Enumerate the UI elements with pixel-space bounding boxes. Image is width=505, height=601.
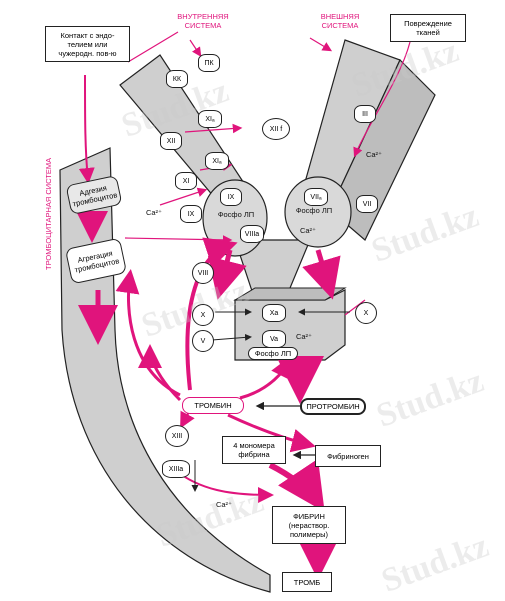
factor-pk: ПК	[198, 54, 220, 72]
factor-ix-outer: IX	[180, 205, 202, 223]
factor-va: Va	[262, 330, 286, 348]
monomers-box: 4 мономера фибрина	[222, 436, 286, 464]
ca-label-bubble: Ca²⁺	[299, 226, 317, 235]
factor-xiii: XIII	[165, 425, 189, 447]
ca-label-right: Ca²⁺	[365, 150, 383, 159]
factor-x-left: X	[192, 304, 214, 326]
phospho-lp-center: Фосфо ЛП	[248, 347, 298, 360]
platelet-system-label: ТРОМБОЦИТАРНАЯ СИСТЕМА	[44, 157, 53, 270]
fibrinogen-box: Фибриноген	[315, 445, 381, 467]
factor-xa: Xa	[262, 304, 286, 322]
factor-xii: XII	[160, 132, 182, 150]
factor-kk: КК	[166, 70, 188, 88]
factor-xiif: XII f	[262, 118, 290, 140]
thrombus-box: ТРОМБ	[282, 572, 332, 592]
ca-label-left: Ca²⁺	[145, 208, 163, 217]
ca-label-center: Ca²⁺	[295, 332, 313, 341]
factor-viia: VIIₐ	[304, 188, 328, 206]
tissue-damage-box: Повреждение тканей	[390, 14, 466, 42]
factor-xiiia: XIIIa	[162, 460, 190, 478]
factor-ix: IX	[220, 188, 242, 206]
ca-label-bottom: Ca²⁺	[215, 500, 233, 509]
fibrin-box: ФИБРИН (нераствор. полимеры)	[272, 506, 346, 544]
external-system-label: ВНЕШНЯЯ СИСТЕМА	[320, 12, 360, 30]
phospho-lp-right: Фосфо ЛП	[295, 206, 333, 215]
factor-viii: VIII	[192, 262, 214, 284]
factor-xia: XIₐ	[198, 110, 222, 128]
factor-vii: VII	[356, 195, 378, 213]
contact-box: Контакт с эндо- телием или чужеродн. пов…	[45, 26, 130, 62]
factor-iii: III	[354, 105, 376, 123]
factor-viiia: VIIIa	[240, 225, 264, 243]
phospho-lp-left: Фосфо ЛП	[217, 210, 255, 219]
thrombin-box: ТРОМБИН	[182, 397, 244, 414]
factor-x-right: X	[355, 302, 377, 324]
factor-xi: XI	[175, 172, 197, 190]
prothrombin-box: ПРОТРОМБИН	[300, 398, 366, 415]
factor-v: V	[192, 330, 214, 352]
internal-system-label: ВНУТРЕННЯЯ СИСТЕМА	[177, 12, 229, 30]
factor-xia-2: XIₐ	[205, 152, 229, 170]
